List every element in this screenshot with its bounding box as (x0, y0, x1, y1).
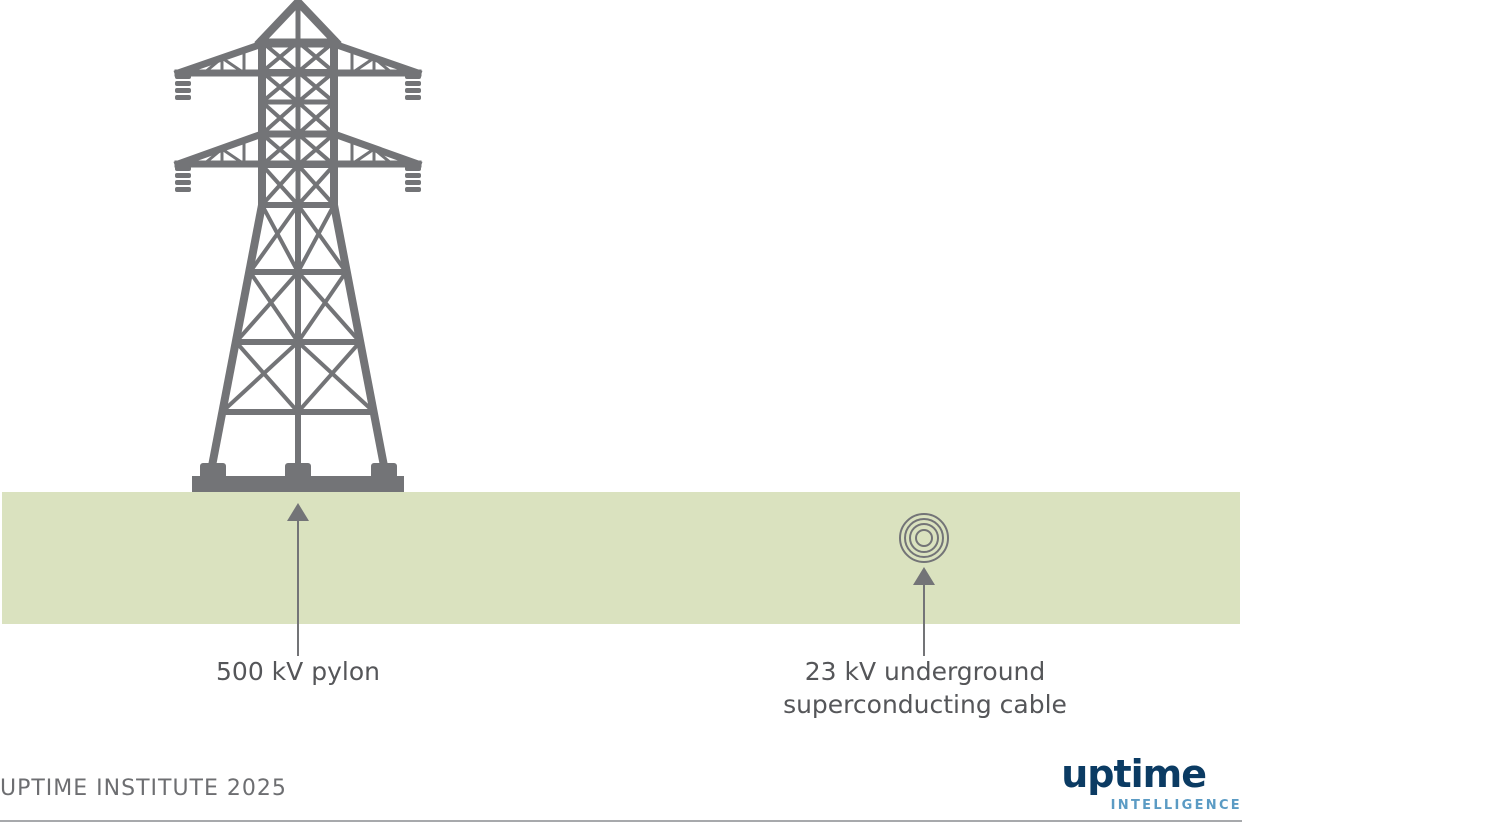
insulator-icon (175, 74, 421, 192)
logo-subtitle: INTELLIGENCE (1110, 798, 1242, 813)
brand-logo: uptime INTELLIGENCE (1050, 752, 1244, 816)
footer-credit: UPTIME INSTITUTE 2025 (0, 776, 287, 801)
cable-cross-section-icon (899, 513, 949, 563)
transmission-tower-icon (173, 0, 423, 471)
cable-label-line-2: superconducting cable (783, 690, 1067, 719)
cable-label: 23 kV underground superconducting cable (744, 655, 1106, 721)
cable-label-line-1: 23 kV underground (804, 657, 1046, 686)
pylon-label: 500 kV pylon (216, 657, 380, 686)
ground-layer (2, 492, 1240, 624)
logo-wordmark: uptime (1061, 752, 1207, 796)
pylon-base (192, 463, 404, 492)
footer-divider (0, 820, 1242, 822)
arrow-up-icon (287, 503, 309, 656)
arrow-up-icon (913, 567, 935, 656)
